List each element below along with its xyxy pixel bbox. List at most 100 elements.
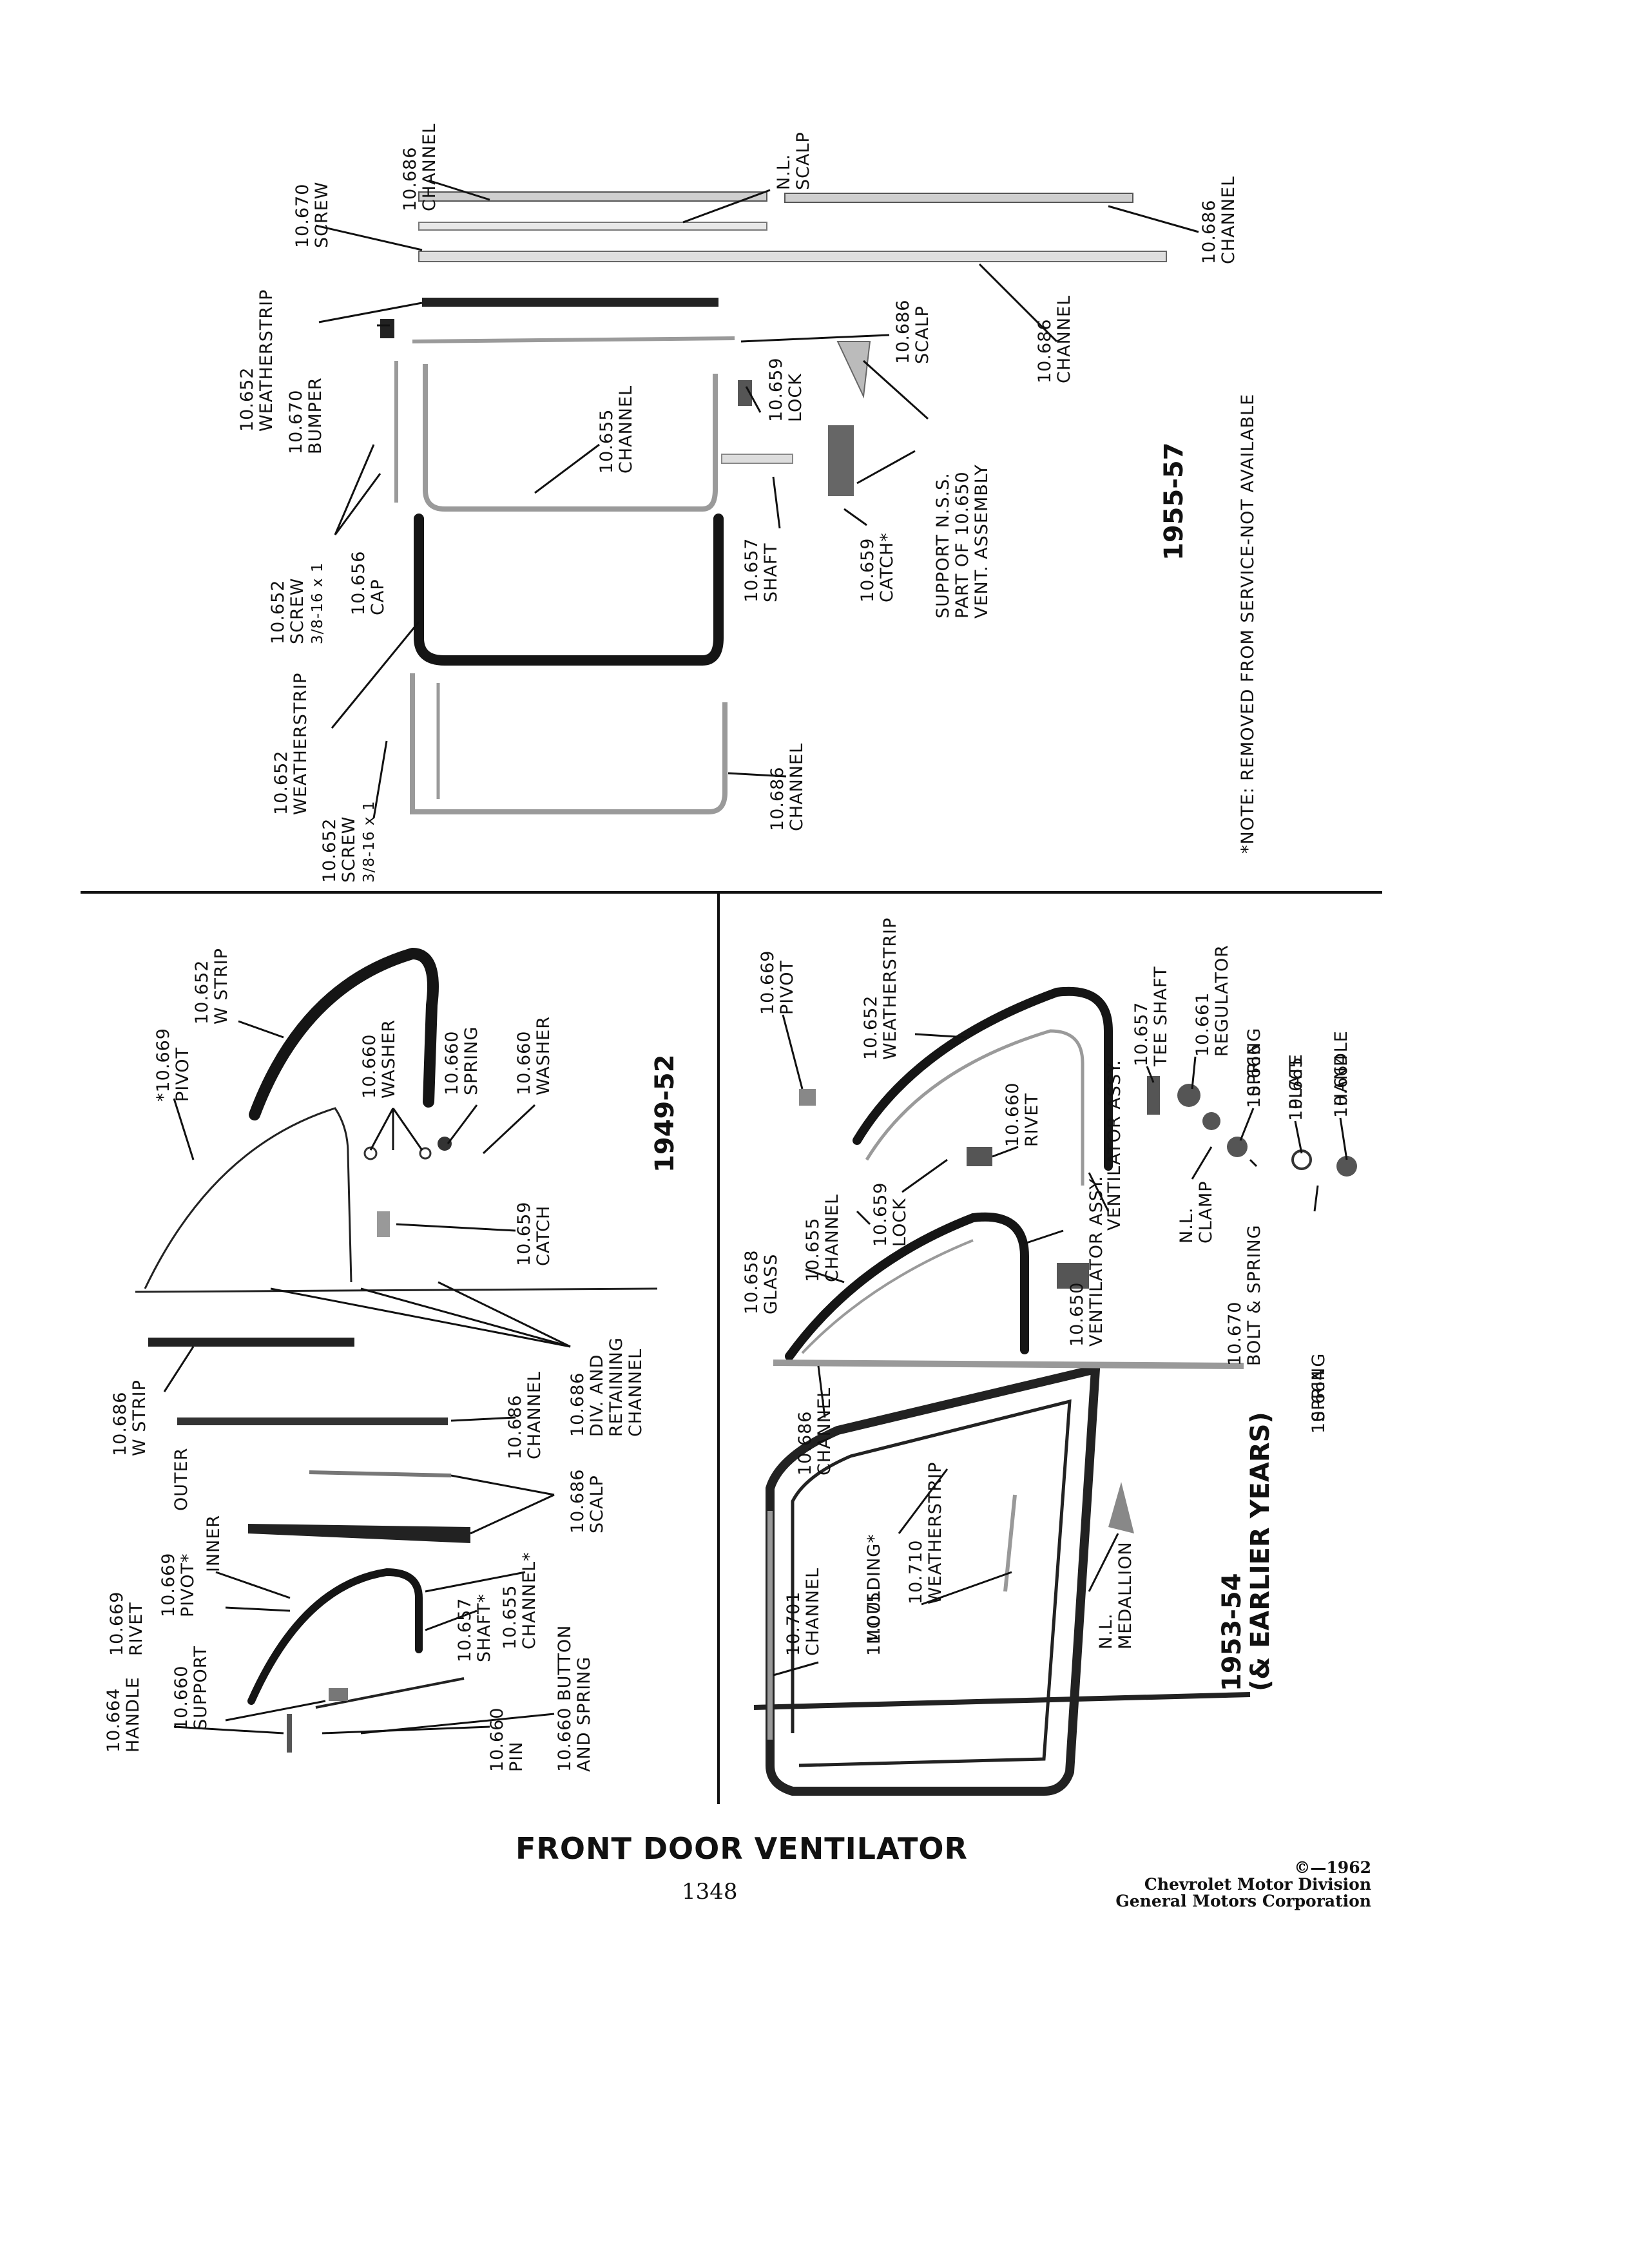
divider-rod — [315, 1677, 465, 1709]
pivot-part — [799, 1089, 816, 1106]
label-10657-shaft: 10.657SHAFT — [742, 538, 781, 602]
label-10686-channel: 10.686CHANNEL — [795, 1387, 834, 1475]
page-title: FRONT DOOR VENTILATOR — [516, 1831, 968, 1866]
handle-part — [287, 1714, 292, 1753]
leader-lines-1949 — [163, 1020, 571, 1735]
part-drawings-1953 — [753, 986, 1357, 1796]
panel-1955-57: 10.686CHANNEL 10.670SCREW N.L.SCALP 10.6… — [237, 123, 1258, 883]
label-10660-rivet: 10.660RIVET — [1003, 1082, 1042, 1147]
support-part — [329, 1688, 348, 1701]
label-10652-w-strip: 10.652W STRIP — [192, 948, 231, 1024]
label-10659-catch: 10.659CATCH* — [858, 532, 897, 602]
copyright-line: General Motors Corporation — [1115, 1892, 1371, 1910]
medallion-part — [1108, 1482, 1134, 1533]
catch-part — [828, 425, 854, 496]
note-removed-from-service: *NOTE: REMOVED FROM SERVICE-NOT AVAILABL… — [1238, 394, 1258, 854]
label-10670-bumper: 10.670BUMPER — [286, 377, 325, 454]
channel-bar — [773, 1360, 1244, 1369]
labels-1949: *10.669PIVOT 10.652W STRIP 10.660WASHER … — [104, 948, 680, 1772]
label-10660-support: 10.660SUPPORT — [171, 1646, 211, 1730]
support-part — [836, 341, 871, 399]
label-10660-spring: 10.660SPRING — [442, 1026, 481, 1095]
channel-frame-1949 — [247, 1568, 423, 1705]
label-10669-pivot-star: 10.669PIVOT* — [159, 1553, 198, 1617]
label-ventilator-assy: VENTILATOR ASSY. — [1104, 1059, 1124, 1231]
label-10659-lock: 10.659LOCK — [766, 358, 805, 422]
year-label-1953-54: 1953-54(& EARLIER YEARS) — [1217, 1412, 1275, 1691]
glass-channel — [785, 1212, 1029, 1361]
labels-1955: 10.686CHANNEL 10.670SCREW N.L.SCALP 10.6… — [237, 123, 1258, 883]
panel-1953-54: 10.669PIVOT 10.652WEATHERSTRIP 10.657TEE… — [742, 918, 1357, 1796]
shaft-part — [721, 454, 793, 464]
label-10664-handle: 10.664HANDLE — [1331, 1030, 1351, 1118]
label-10670-bolt-spring: 10.670BOLT & SPRING — [1225, 1224, 1264, 1366]
label-10686-channel: 10.686CHANNEL — [505, 1371, 545, 1459]
label-10686-scalp: 10.686SCALP — [893, 300, 932, 364]
scalp-part — [412, 336, 735, 343]
year-label-1955-57: 1955-57 — [1159, 442, 1189, 561]
labels-1953: 10.669PIVOT 10.652WEATHERSTRIP 10.657TEE… — [742, 918, 1351, 1691]
channel-part — [418, 251, 1167, 262]
label-10656-cap: 10.656CAP — [349, 551, 388, 615]
label-10652-weatherstrip-a: 10.652WEATHERSTRIP — [237, 289, 276, 432]
label-nl-clamp: N.L.CLAMP — [1177, 1180, 1216, 1244]
label-outer: OUTER — [171, 1448, 191, 1511]
spring-part — [438, 1137, 452, 1151]
label-10660-washer-b: 10.660WASHER — [514, 1016, 554, 1095]
label-11075-moulding: 11.075MOULDING* — [864, 1533, 884, 1656]
part-drawings-1955 — [380, 191, 1167, 814]
door-frame-outer — [766, 1363, 1101, 1796]
channel-part — [784, 193, 1133, 203]
label-10657-shaft: 10.657SHAFT* — [455, 1593, 494, 1662]
channel-part — [418, 191, 767, 202]
label-10670-screw: 10.670SCREW — [293, 181, 332, 248]
door-frame-inner — [791, 1399, 1072, 1767]
label-10710-weatherstrip: 10.710WEATHERSTRIP — [906, 1462, 945, 1604]
label-10660-washer-a: 10.660WASHER — [360, 1019, 399, 1099]
leader-lines-1955 — [315, 179, 1199, 819]
label-nl-scalp: N.L.SCALP — [774, 131, 813, 190]
label-10664-spring: 10.664SPRING — [1309, 1353, 1329, 1434]
label-10701-channel: 10.701CHANNEL — [784, 1568, 823, 1656]
label-nl-medallion: N.L.MEDALLION — [1096, 1541, 1135, 1649]
channel-frame — [423, 364, 718, 512]
label-10686-channel-a: 10.686CHANNEL — [400, 123, 439, 211]
outer-inner-bar — [248, 1524, 470, 1543]
label-10669-pivot: 10.669PIVOT — [758, 950, 797, 1015]
copyright-line: Chevrolet Motor Division — [1144, 1875, 1371, 1894]
year-label-1949-52: 1949-52 — [650, 1054, 680, 1173]
weatherstrip-part — [853, 986, 1113, 1171]
label-support-nss: SUPPORT N.S.S.PART OF 10.650VENT. ASSEMB… — [933, 464, 992, 619]
label-10666-spring: 10.666SPRING — [1244, 1028, 1264, 1108]
label-10686-w-strip: 10.686W STRIP — [110, 1379, 149, 1456]
label-10650-ventilator-assy: 10.650VENTILATOR ASSY. — [1067, 1175, 1106, 1347]
scalp-part — [418, 222, 767, 231]
weatherstrip-710 — [1003, 1494, 1017, 1592]
copyright-line: ©—1962 — [1294, 1858, 1371, 1877]
channel-outline — [865, 1029, 1084, 1186]
label-10660-button-spring: 10.660 BUTTONAND SPRING — [555, 1625, 594, 1772]
mechanism — [967, 1076, 1357, 1289]
catch-part — [377, 1211, 390, 1237]
label-10652-weatherstrip: 10.652WEATHERSTRIP — [861, 918, 900, 1060]
channel-frame-lower — [410, 673, 728, 814]
glass-outline — [801, 1239, 974, 1354]
label-10665-plate: 10.665PLATE — [1286, 1053, 1306, 1121]
vent-glass-outline — [144, 1107, 352, 1289]
label-10686-channel-b: 10.686CHANNEL — [1199, 176, 1239, 264]
w-strip-bar — [148, 1338, 354, 1347]
label-10655-channel: 10.655CHANNEL — [803, 1194, 842, 1282]
washer-part — [363, 1146, 378, 1160]
washer-part — [419, 1147, 432, 1160]
copyright-block: ©—1962 Chevrolet Motor Division General … — [1107, 1860, 1371, 1910]
label-10686-scalp: 10.686SCALP — [568, 1469, 607, 1533]
label-10686-channel-d: 10.686CHANNEL — [767, 743, 807, 831]
label-10657-tee-shaft: 10.657TEE SHAFT — [1132, 966, 1171, 1067]
label-10686-channel-c: 10.686CHANNEL — [1035, 295, 1074, 383]
label-10669-pivot: *10.669PIVOT — [153, 1028, 193, 1102]
vent-glass-base — [135, 1287, 658, 1293]
label-10664-handle: 10.664HANDLE — [104, 1677, 143, 1753]
weatherstrip-frame — [414, 514, 724, 666]
